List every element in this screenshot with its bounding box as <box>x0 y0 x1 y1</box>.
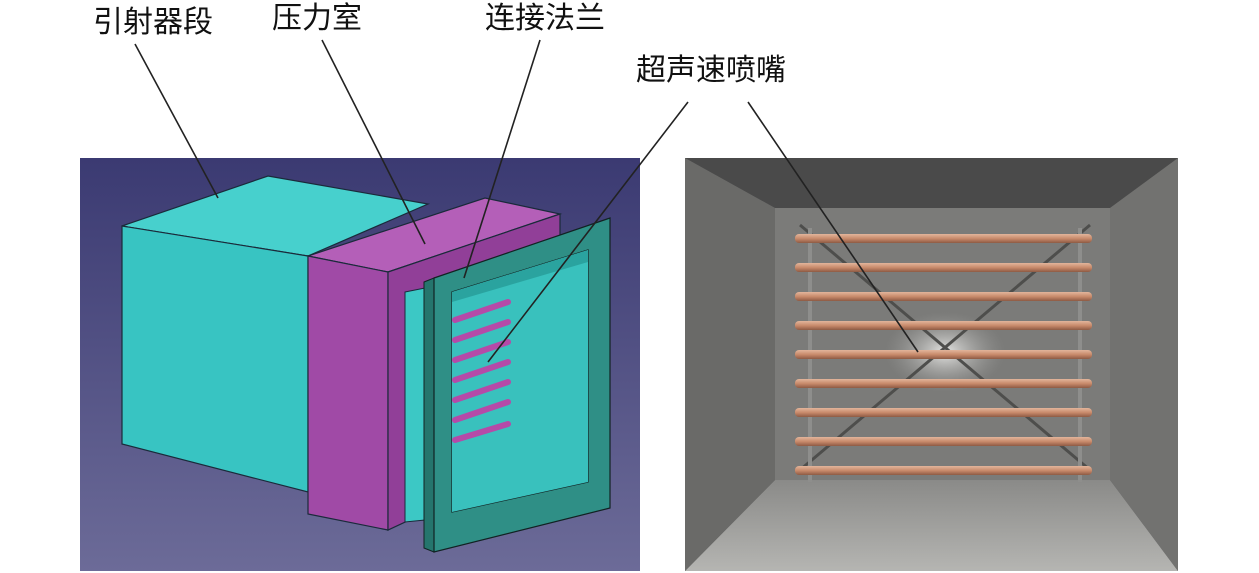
cad-nozzle-bar <box>452 299 511 323</box>
photo-nozzle-tube <box>795 437 1092 446</box>
cad-nozzle-bar <box>452 421 511 443</box>
photo-nozzle-tube <box>795 263 1092 272</box>
leader-ejector-section <box>134 43 219 199</box>
cad-nozzle-bar <box>452 339 511 363</box>
photo-nozzle-tube <box>795 292 1092 301</box>
duct-left-wall <box>685 158 775 571</box>
photo-nozzle-tube <box>795 408 1092 417</box>
photo-panel <box>685 158 1178 571</box>
photo-nozzle-tube <box>795 234 1092 243</box>
cad-nozzle-bar <box>452 319 511 343</box>
duct-ceiling <box>685 158 1178 208</box>
label-ejector-section: 引射器段 <box>93 5 213 40</box>
cad-nozzle-bar <box>452 359 511 383</box>
duct-right-wall <box>1110 158 1178 571</box>
connecting-flange <box>423 217 611 553</box>
label-connecting-flange: 连接法兰 <box>485 1 605 36</box>
photo-nozzle-tube <box>795 466 1092 475</box>
leader-pressure-chamber <box>321 39 426 245</box>
inner-duct <box>404 287 426 523</box>
cad-nozzle-bar <box>452 399 511 423</box>
photo-nozzle-tube <box>795 379 1092 388</box>
cad-model-panel <box>80 158 640 571</box>
cad-nozzle-bar <box>452 379 511 403</box>
ejector-section-box <box>121 175 431 493</box>
cad-nozzle-bars <box>452 299 511 443</box>
photo-nozzle-tube <box>795 321 1092 330</box>
label-pressure-chamber: 压力室 <box>272 1 362 36</box>
leader-nozzle-cad <box>487 101 689 363</box>
photo-nozzle-tube <box>795 350 1092 359</box>
leader-lines <box>134 39 919 363</box>
leader-nozzle-photo <box>747 101 919 353</box>
leader-connecting-flange <box>463 39 541 279</box>
photo-nozzle-tubes <box>795 234 1092 475</box>
duct-floor <box>685 480 1178 571</box>
label-supersonic-nozzle: 超声速喷嘴 <box>636 53 786 88</box>
